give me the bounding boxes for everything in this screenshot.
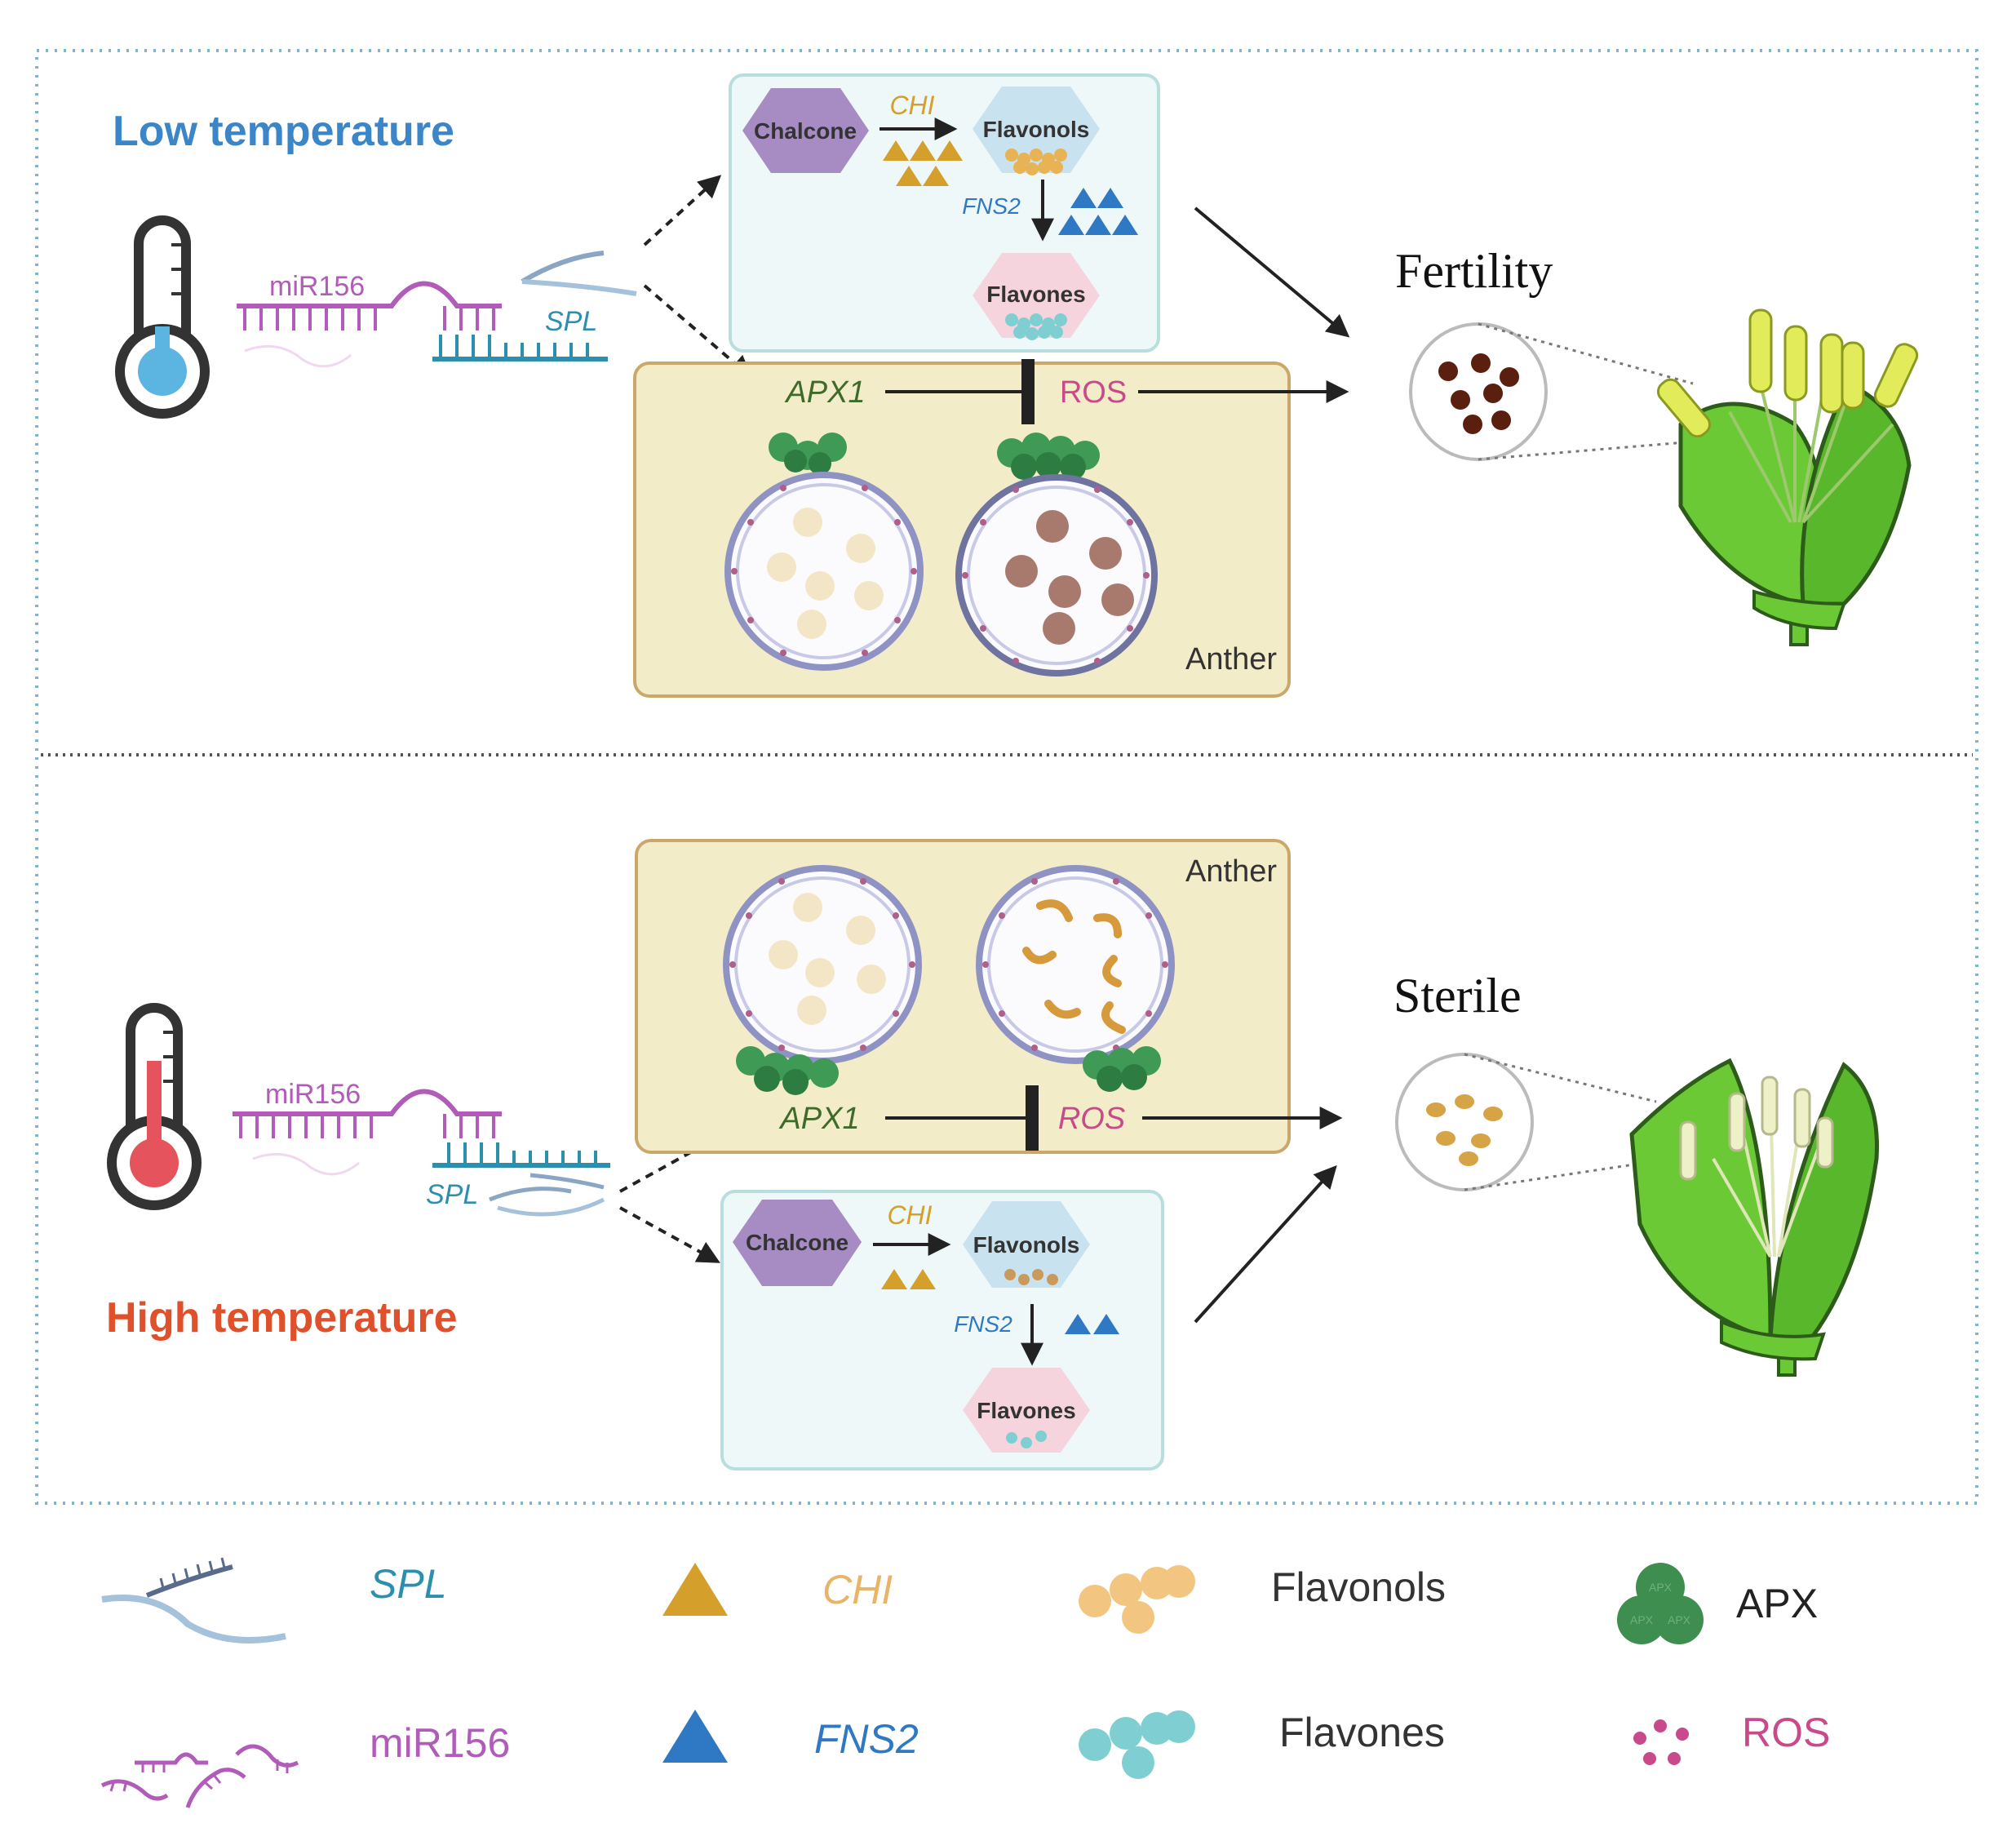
legend-flavonols-icon (1079, 1565, 1195, 1634)
low-chalcone-hexagon (742, 88, 869, 173)
flower-sterile-icon (1629, 1058, 1879, 1377)
legend-ros-icon (1633, 1719, 1689, 1765)
thermometer-hot-icon (107, 1003, 202, 1210)
high-apx-cluster-1 (736, 1046, 839, 1095)
legend-flavones-icon (1079, 1710, 1195, 1779)
low-apx-cluster-1 (769, 433, 847, 475)
legend-mir156-icon (100, 1744, 299, 1808)
low-flavone-dots (1005, 313, 1067, 340)
low-chi-label: CHI (889, 91, 934, 120)
high-mir156-spl-duplex: miR156 SPL (233, 1079, 610, 1217)
low-flavones-hexagon (973, 253, 1100, 338)
low-chi-triangles (883, 140, 963, 186)
low-flavones-label: Flavones (986, 282, 1085, 307)
legend-flavonols-label: Flavonols (1271, 1564, 1446, 1610)
high-chalcone-label: Chalcone (746, 1230, 848, 1255)
high-outcome-label: Sterile (1393, 969, 1522, 1023)
low-spl-label: SPL (545, 306, 597, 337)
high-chalcone-hexagon (733, 1200, 862, 1286)
low-pollen-grain-immature (724, 472, 924, 671)
legend-chi-triangle-icon (662, 1563, 728, 1616)
legend-spl-label: SPL (370, 1561, 447, 1607)
outer-frame (35, 49, 1978, 1505)
high-flavonols-hexagon (963, 1201, 1090, 1288)
legend: SPL CHI Flavonols APX APX APX APX (100, 1557, 1830, 1808)
high-spl-label: SPL (426, 1179, 478, 1210)
low-ros-label: ROS (1060, 375, 1127, 410)
low-pollen-grain-fertile (955, 474, 1158, 677)
legend-apx-mark-top: APX (1649, 1581, 1673, 1594)
legend-apx-icon: APX APX APX (1617, 1563, 1704, 1644)
low-flavonol-dots (1005, 149, 1067, 175)
high-flavones-hexagon (963, 1368, 1090, 1453)
high-pollen-magnifier (1395, 1053, 1673, 1191)
low-outcome-label: Fertility (1395, 244, 1553, 298)
high-fns2-triangles (1065, 1314, 1119, 1334)
mir156-spl-duplex: miR156 SPL (237, 251, 637, 368)
high-pollen-grain-immature (723, 865, 922, 1064)
low-fns2-label: FNS2 (962, 193, 1021, 219)
high-pathway-to-outcome-arrow (1194, 1164, 1337, 1324)
low-pathway-to-outcome-arrow (1194, 206, 1350, 338)
low-fns2-triangles (1058, 188, 1138, 235)
low-temperature-title: Low temperature (113, 108, 454, 155)
high-apx1-label: APX1 (778, 1102, 859, 1136)
legend-apx-label: APX (1736, 1581, 1818, 1626)
legend-apx-mark-right: APX (1668, 1613, 1691, 1626)
high-flavonols-label: Flavonols (973, 1232, 1080, 1258)
high-flavones-label: Flavones (977, 1398, 1075, 1423)
low-anther-label: Anther (1185, 642, 1277, 677)
legend-spl-icon (101, 1557, 286, 1644)
high-flavonol-dots (1004, 1269, 1058, 1285)
high-pollen-grain-sterile (976, 865, 1175, 1064)
low-apx-cluster-2 (997, 433, 1100, 480)
high-anther-label: Anther (1185, 854, 1277, 889)
flower-fertile-icon (1656, 308, 1919, 646)
legend-apx-mark-left: APX (1630, 1613, 1654, 1626)
legend-ros-label: ROS (1742, 1710, 1830, 1755)
legend-flavones-label: Flavones (1279, 1710, 1445, 1755)
low-dashed-arrow-pathway (643, 175, 722, 246)
legend-mir156-label: miR156 (370, 1720, 510, 1766)
high-apx-cluster-2 (1083, 1046, 1161, 1092)
low-chalcone-label: Chalcone (754, 118, 857, 144)
legend-fns2-triangle-icon (662, 1710, 728, 1763)
high-chi-triangles (881, 1269, 936, 1289)
low-anther-box: APX1 ROS (633, 359, 1291, 698)
high-fns2-label: FNS2 (954, 1311, 1012, 1337)
legend-fns2-label: FNS2 (814, 1716, 919, 1762)
low-apx1-label: APX1 (784, 375, 865, 410)
low-temperature-panel: Low temperature miR156 (113, 73, 1919, 698)
high-temperature-panel: miR156 SPL (106, 839, 1879, 1471)
low-flavonols-hexagon (973, 87, 1100, 173)
high-temperature-title: High temperature (106, 1294, 458, 1342)
low-pollen-magnifier (1409, 322, 1706, 461)
low-mir156-label: miR156 (269, 271, 365, 302)
high-ros-label: ROS (1058, 1102, 1125, 1136)
high-mir156-label: miR156 (265, 1079, 361, 1110)
low-flavonoid-pathway: Chalcone CHI Flavonols FNS2 (729, 73, 1160, 353)
high-dashed-arrow-pathway (619, 1206, 720, 1263)
legend-chi-label: CHI (822, 1567, 893, 1613)
thermometer-cold-icon (115, 215, 210, 419)
high-anther-box: Anther (635, 839, 1291, 1154)
high-chi-label: CHI (887, 1200, 932, 1230)
high-flavonoid-pathway: Chalcone CHI Flavonols FNS2 Flavones (720, 1190, 1164, 1471)
low-flavonols-label: Flavonols (983, 117, 1090, 142)
high-flavone-dots (1006, 1431, 1047, 1448)
